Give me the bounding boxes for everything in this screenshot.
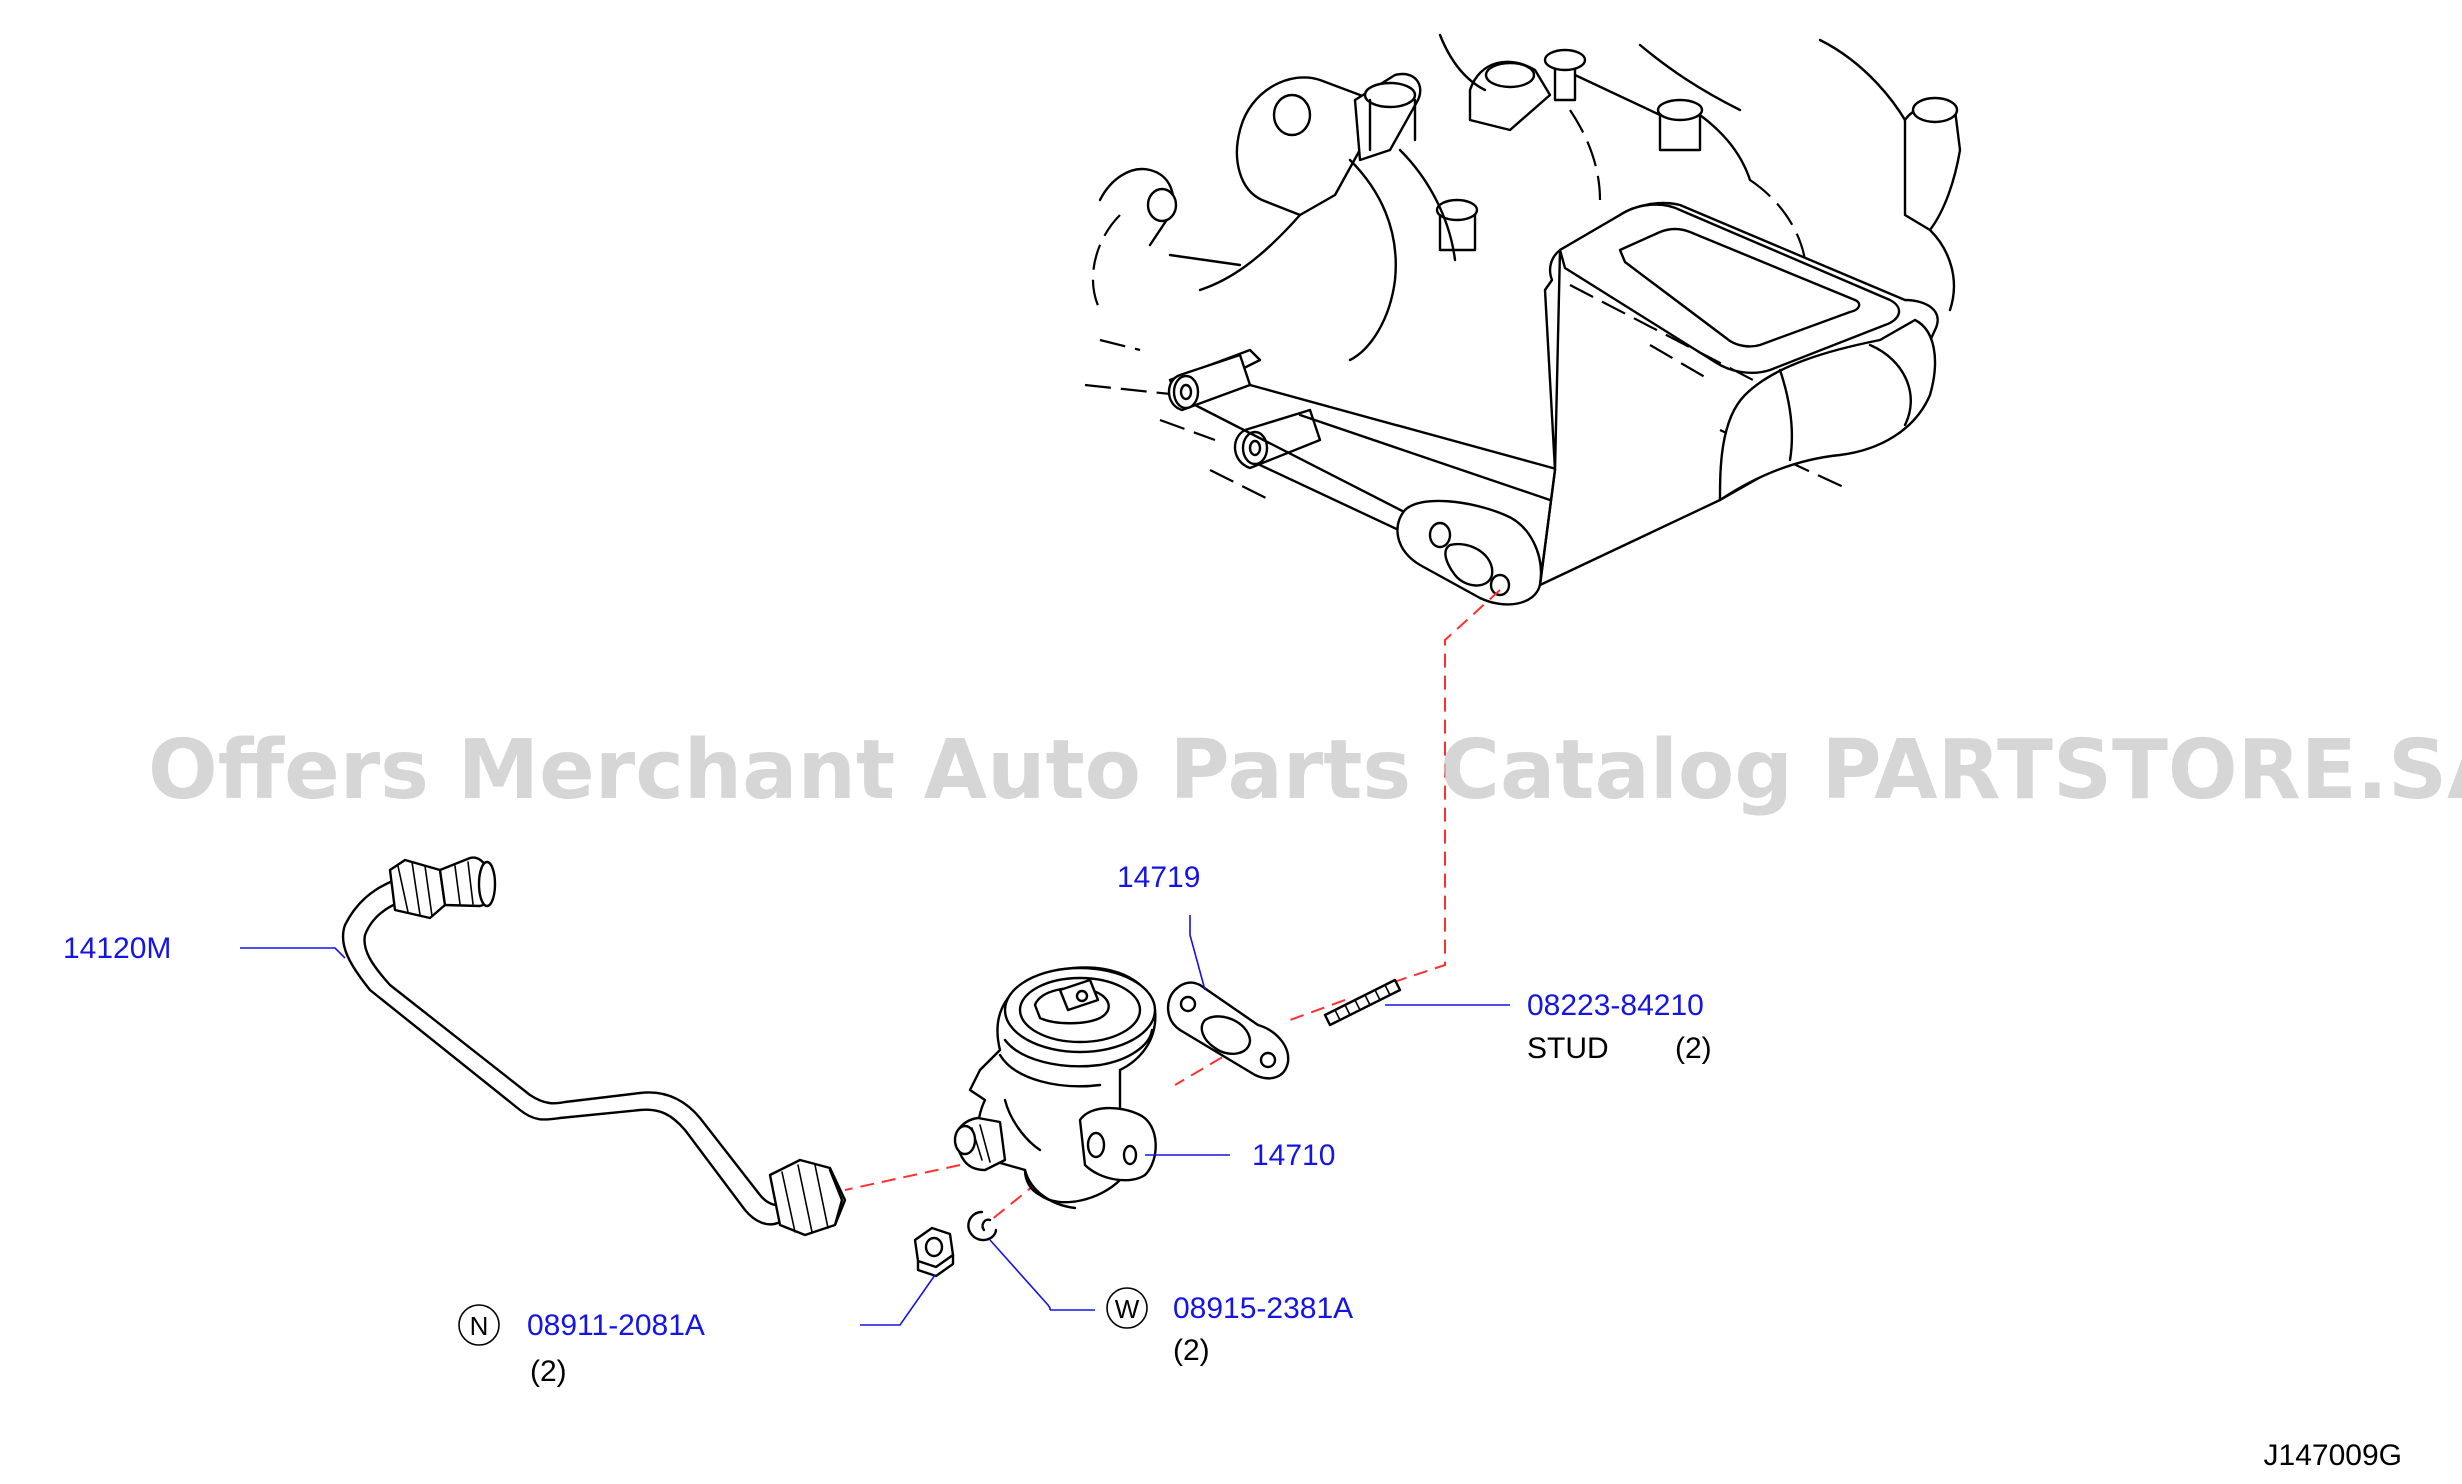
stud-drawing <box>1323 978 1402 1027</box>
gasket-drawing <box>1166 981 1290 1080</box>
washer-drawing <box>967 1210 998 1242</box>
washer-part-number: 08915-2381A <box>1173 1292 1353 1325</box>
stud-quantity: (2) <box>1675 1032 1712 1065</box>
nut-quantity: (2) <box>530 1355 567 1388</box>
washer-symbol-letter: W <box>1115 1294 1140 1324</box>
watermark-text: Offers Merchant Auto Parts Catalog PARTS… <box>148 723 2462 818</box>
washer-quantity: (2) <box>1173 1334 1210 1367</box>
nut-drawing <box>913 1226 955 1278</box>
tube-part-number: 14120M <box>63 932 171 965</box>
stud-part-number: 08223-84210 <box>1527 989 1704 1022</box>
callout-leaders <box>240 915 1510 1326</box>
stud-part-name: STUD <box>1527 1032 1609 1065</box>
egr-tube-drawing <box>341 856 847 1237</box>
gasket-part-number: 14719 <box>1117 861 1200 894</box>
intake-manifold-drawing <box>1084 33 1962 606</box>
diagram-code: J147009G <box>2264 1439 2402 1472</box>
nut-symbol-letter: N <box>470 1311 489 1341</box>
nut-symbol-circle <box>458 1304 500 1346</box>
valve-part-number: 14710 <box>1252 1139 1335 1172</box>
egr-valve-drawing <box>953 966 1157 1210</box>
assembly-guide-lines <box>844 589 1501 1226</box>
washer-symbol-circle <box>1106 1287 1148 1329</box>
nut-part-number: 08911-2081A <box>527 1309 705 1342</box>
